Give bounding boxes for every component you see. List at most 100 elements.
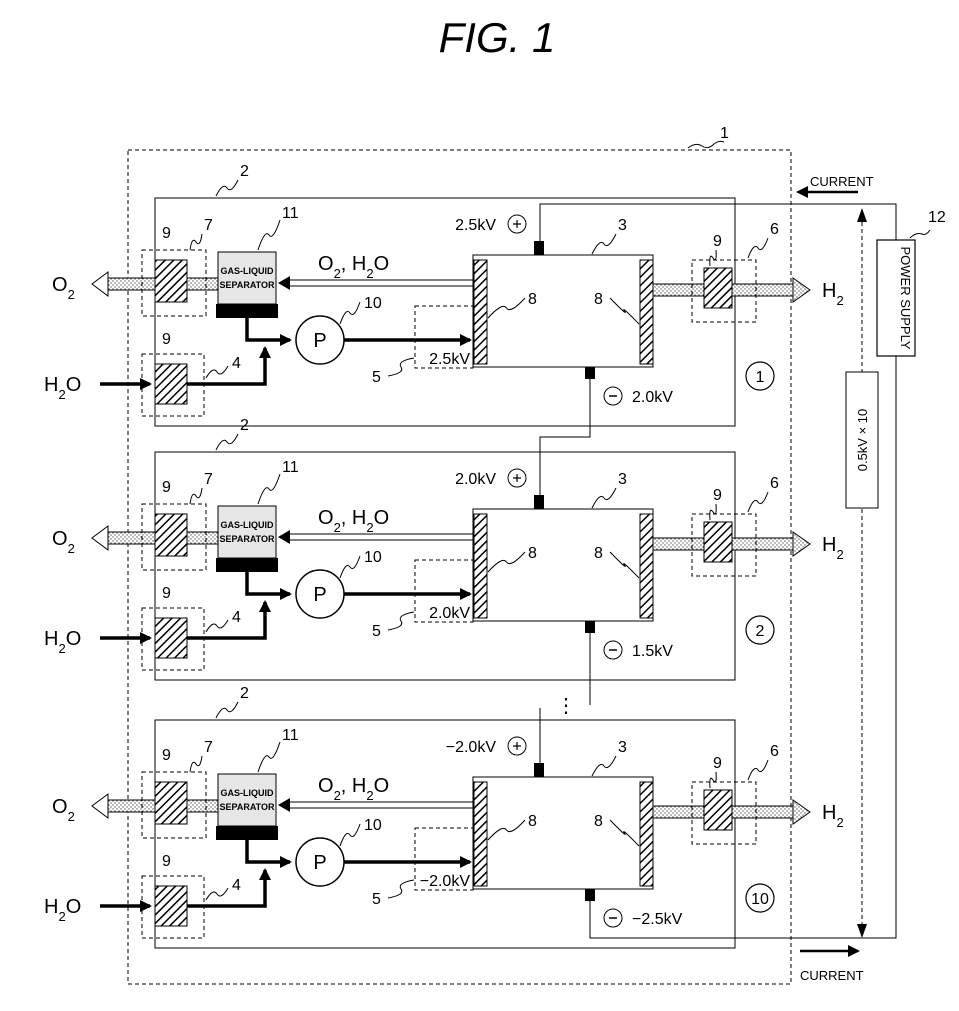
- o2-valve-ref-label: 9: [162, 479, 171, 496]
- separator-drain: [216, 304, 278, 318]
- positive-voltage: −2.0kV: [446, 739, 497, 756]
- unit-number: 2: [756, 623, 765, 640]
- h2-outlet-ref-leader: [748, 760, 768, 780]
- o2-outlet-arrowhead: [92, 526, 108, 550]
- electrode-ref-label-right: 8: [594, 813, 603, 830]
- voltage-dimension-arrow-top: [857, 208, 867, 222]
- h2-valve: [704, 268, 732, 308]
- h2-valve-ref-label: 9: [713, 233, 722, 250]
- unit-ref-leader: [216, 434, 238, 450]
- h2-outlet-arrowhead: [793, 532, 810, 556]
- separator-label-line2: SEPARATOR: [219, 802, 275, 812]
- cell-ref-label: 3: [618, 217, 627, 234]
- cell-ref-label: 3: [618, 471, 627, 488]
- insulator-ref-label: 5: [372, 623, 381, 640]
- negative-voltage: 2.0kV: [632, 389, 673, 406]
- o2-h2o-label: O2, H2O: [318, 507, 389, 535]
- cell-ref-leader: [592, 756, 616, 776]
- negative-terminal: [585, 367, 595, 379]
- o2-outlet-ref-leader: [190, 234, 202, 250]
- negative-voltage: 1.5kV: [632, 643, 673, 660]
- o2-outlet-ref-label: 7: [204, 217, 213, 234]
- h2o-in-label: H2O: [44, 374, 81, 402]
- anode-electrode: [474, 514, 487, 618]
- o2-valve: [155, 260, 187, 302]
- cathode-electrode: [640, 260, 653, 364]
- power-supply-label: POWER SUPPLY: [898, 246, 913, 349]
- o2-h2o-label: O2, H2O: [318, 775, 389, 803]
- voltage-total-label: 0.5kV × 10: [855, 409, 870, 472]
- power-supply-ref-label: 12: [928, 209, 946, 226]
- system-ref-label: 1: [720, 125, 729, 142]
- o2-h2o-flow-arrowhead: [278, 276, 290, 290]
- h2-outlet-ref-label: 6: [770, 743, 779, 760]
- electrolysis-unit-10: 2388−2.0kV−2.5kV1096H297O2GAS-LIQUIDSEPA…: [44, 685, 844, 948]
- o2-out-label: O2: [52, 796, 75, 824]
- separator-to-pump-line: [247, 318, 290, 340]
- negative-terminal: [585, 889, 595, 901]
- water-inlet-ref-leader: [206, 366, 228, 378]
- water-valve-ref-label: 9: [162, 585, 171, 602]
- electrode-ref-label-left: 8: [528, 813, 537, 830]
- water-inlet-ref-leader: [206, 888, 228, 900]
- h2-out-label: H2: [822, 534, 844, 562]
- water-valve: [155, 364, 187, 404]
- o2-out-label: O2: [52, 274, 75, 302]
- h2-outlet-ref-label: 6: [770, 475, 779, 492]
- unit-ref-leader: [216, 702, 238, 718]
- pump-ref-label: 10: [364, 817, 382, 834]
- h2-outlet-arrowhead: [793, 278, 810, 302]
- water-valve-ref-label: 9: [162, 853, 171, 870]
- h2-outlet-ref-label: 6: [770, 221, 779, 238]
- negative-terminal: [585, 621, 595, 633]
- o2-outlet-ref-label: 7: [204, 739, 213, 756]
- positive-terminal: [534, 763, 544, 777]
- o2-valve: [155, 782, 187, 824]
- separator-ref-leader: [258, 474, 280, 504]
- o2-h2o-label: O2, H2O: [318, 253, 389, 281]
- insulator-ref-leader: [388, 358, 414, 376]
- o2-outlet-arrowhead: [92, 272, 108, 296]
- anode-electrode: [474, 260, 487, 364]
- o2-h2o-flow-arrowhead: [278, 530, 290, 544]
- separator-label-line2: SEPARATOR: [219, 534, 275, 544]
- unit-ref-label: 2: [240, 685, 249, 702]
- water-valve: [155, 618, 187, 658]
- power-supply-ref-leader: [910, 230, 930, 238]
- h2-outlet-ref-leader: [748, 238, 768, 258]
- cell-ref-leader: [592, 234, 616, 254]
- separator-ref-leader: [258, 742, 280, 772]
- water-to-pump-line: [187, 870, 265, 906]
- insulator-ref-label: 5: [372, 891, 381, 908]
- current-label-top: CURRENT: [810, 174, 874, 189]
- h2-outlet-ref-leader: [748, 492, 768, 512]
- insulating-pipe-voltage: 2.5kV: [429, 351, 470, 368]
- separator-drain: [216, 826, 278, 840]
- o2-valve-ref-label: 9: [162, 225, 171, 242]
- pump-ref-label: 10: [364, 295, 382, 312]
- negative-voltage: −2.5kV: [632, 911, 683, 928]
- positive-terminal: [534, 495, 544, 509]
- pump-label: P: [313, 584, 326, 606]
- water-valve-ref-label: 9: [162, 331, 171, 348]
- o2-outlet-arrowhead: [92, 794, 108, 818]
- separator-label-line1: GAS-LIQUID: [221, 520, 274, 530]
- o2-out-label: O2: [52, 528, 75, 556]
- voltage-dimension-arrow-bottom: [857, 924, 867, 938]
- o2-h2o-flow-arrowhead: [278, 798, 290, 812]
- electrode-ref-label-left: 8: [528, 545, 537, 562]
- electrolysis-unit-1: 23882.5kV2.0kV196H297O2GAS-LIQUIDSEPARAT…: [44, 163, 844, 426]
- h2-out-label: H2: [822, 802, 844, 830]
- water-inlet-ref-label: 4: [232, 877, 241, 894]
- water-inlet-ref-leader: [206, 620, 228, 632]
- h2o-in-label: H2O: [44, 628, 81, 656]
- separator-label-line1: GAS-LIQUID: [221, 788, 274, 798]
- electrode-ref-label-left: 8: [528, 291, 537, 308]
- o2-outlet-ref-leader: [190, 488, 202, 504]
- current-label-bottom: CURRENT: [800, 968, 864, 983]
- gas-liquid-separator: [218, 506, 276, 558]
- water-to-pump-line: [187, 602, 265, 638]
- h2-valve-ref-leader: [710, 772, 716, 788]
- separator-ref-label: 11: [282, 727, 299, 744]
- h2-outlet-arrowhead: [793, 800, 810, 824]
